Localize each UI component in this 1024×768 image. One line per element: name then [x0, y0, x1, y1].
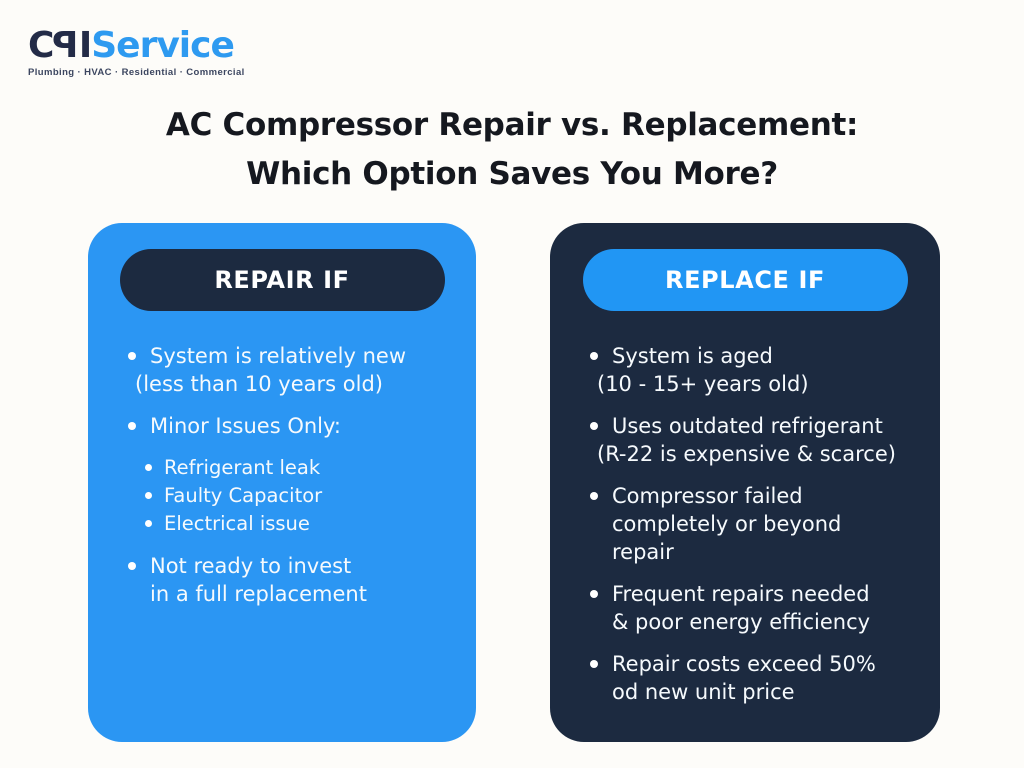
bullet-item-line: Frequent repairs needed — [612, 582, 870, 606]
bullet-item-text: Not ready to invest in a full replacement — [150, 552, 367, 608]
bullet-item: Faulty Capacitor — [145, 482, 452, 510]
bullet-dot-icon — [590, 590, 598, 598]
bullet-item-line: (10 - 15+ years old) — [597, 372, 809, 396]
bullet-item: Not ready to invest in a full replacement — [128, 552, 452, 608]
bullet-item-line: od new unit price — [612, 680, 795, 704]
bullet-item: Compressor failed completely or beyond rep… — [590, 482, 916, 566]
bullet-item-line: completely or beyond — [612, 512, 842, 536]
bullet-item: Refrigerant leak — [145, 454, 452, 482]
replace-card-header-pill: REPLACE IF — [582, 249, 908, 311]
bullet-item-line: Not ready to invest — [150, 554, 352, 578]
bullet-dot-icon — [128, 422, 136, 430]
bullet-item-line: (less than 10 years old) — [135, 372, 383, 396]
logo-tagline: Plumbing · HVAC · Residential · Commerci… — [28, 67, 245, 78]
bullet-item-line: (R-22 is expensive & scarce) — [597, 442, 896, 466]
bullet-item: Uses outdated refrigerant (R-22 is expens… — [590, 412, 916, 468]
bullet-item-text: Faulty Capacitor — [164, 482, 322, 510]
brand-letter-p-mirrored: P — [53, 25, 79, 66]
bullet-dot-icon — [145, 520, 152, 527]
bullet-item-line: System is aged — [612, 344, 773, 368]
bullet-item-text: Frequent repairs needed & poor energy eff… — [612, 580, 870, 636]
bullet-item-line: Faulty Capacitor — [164, 484, 323, 507]
repair-card-header-label: REPAIR IF — [214, 266, 350, 294]
bullet-dot-icon — [145, 492, 152, 499]
bullet-item: Frequent repairs needed & poor energy eff… — [590, 580, 916, 636]
page-title-line1: AC Compressor Repair vs. Replacement: — [165, 107, 859, 143]
bullet-item: Electrical issue — [145, 510, 452, 538]
bullet-item: Minor Issues Only: — [128, 412, 452, 440]
bullet-item-line: in a full replacement — [150, 582, 367, 606]
repair-card-header-pill: REPAIR IF — [119, 249, 445, 311]
bullet-item-text: Minor Issues Only: — [150, 412, 341, 440]
bullet-item-line: Refrigerant leak — [164, 456, 321, 479]
bullet-dot-icon — [590, 492, 598, 500]
bullet-item-line: System is relatively new — [150, 344, 406, 368]
bullet-item-line: & poor energy efficiency — [612, 610, 871, 634]
bullet-item-text: Electrical issue — [164, 510, 310, 538]
bullet-dot-icon — [145, 464, 152, 471]
bullet-item: System is aged (10 - 15+ years old) — [590, 342, 916, 398]
page-title: AC Compressor Repair vs. Replacement: Wh… — [0, 101, 1024, 199]
bullet-item-line: Uses outdated refrigerant — [612, 414, 883, 438]
bullet-dot-icon — [590, 660, 598, 668]
bullet-dot-icon — [590, 352, 598, 360]
bullet-item-text: System is aged (10 - 15+ years old) — [597, 342, 809, 398]
replace-card: REPLACE IF System is aged (10 - 15+ years… — [550, 223, 940, 742]
bullet-item: Repair costs exceed 50% od new unit price — [590, 650, 916, 706]
repair-card-list: System is relatively new (less than 10 ye… — [88, 311, 476, 608]
bullet-item-text: Repair costs exceed 50% od new unit price — [612, 650, 876, 706]
brand-wordmark: CPIService — [28, 25, 245, 66]
replace-card-list: System is aged (10 - 15+ years old) Uses o… — [550, 311, 940, 706]
bullet-item-text: Refrigerant leak — [164, 454, 320, 482]
bullet-item-line: Minor Issues Only: — [150, 414, 341, 438]
bullet-item-text: Uses outdated refrigerant (R-22 is expens… — [597, 412, 896, 468]
bullet-item-line: Electrical issue — [164, 512, 310, 535]
bullet-item-line: Compressor failed — [612, 484, 803, 508]
bullet-item-text: Compressor failed completely or beyond rep… — [612, 482, 841, 566]
brand-service-text: Service — [91, 25, 235, 66]
bullet-item-line: Repair costs exceed 50% — [612, 652, 876, 676]
bullet-dot-icon — [590, 422, 598, 430]
brand-letter-c: C — [28, 25, 54, 66]
page-title-line2: Which Option Saves You More? — [246, 156, 778, 192]
bullet-item: System is relatively new (less than 10 ye… — [128, 342, 452, 398]
replace-card-header-label: REPLACE IF — [664, 266, 826, 294]
brand-letter-i: I — [78, 25, 92, 66]
bullet-dot-icon — [128, 352, 136, 360]
bullet-dot-icon — [128, 562, 136, 570]
repair-card: REPAIR IF System is relatively new (less … — [88, 223, 476, 742]
cpi-service-logo: CPIService Plumbing · HVAC · Residential… — [28, 25, 245, 78]
bullet-item-text: System is relatively new (less than 10 ye… — [135, 342, 406, 398]
bullet-item-line: repair — [612, 540, 674, 564]
